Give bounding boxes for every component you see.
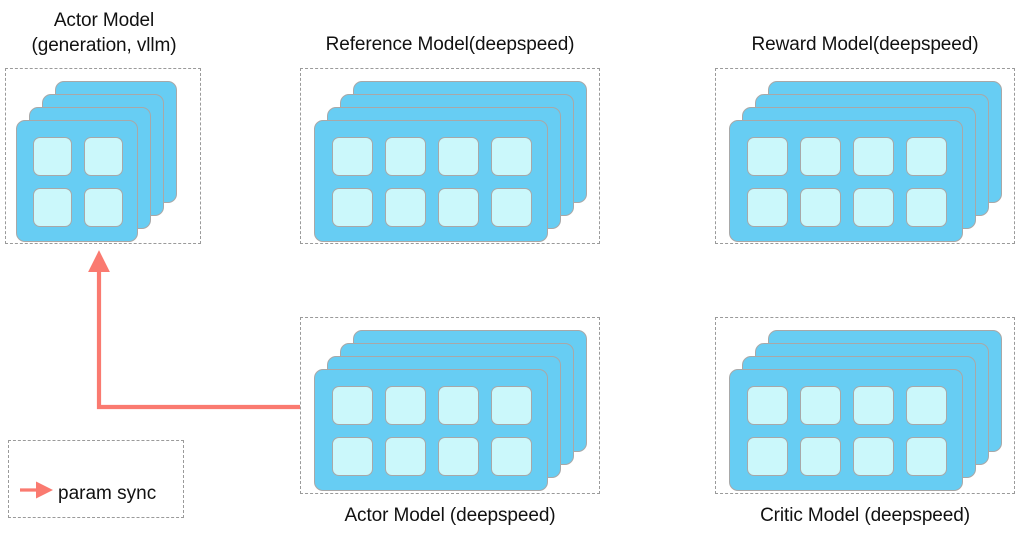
card-cell	[438, 188, 479, 227]
card-cell	[385, 386, 426, 425]
card-cell	[332, 137, 373, 176]
card-cell	[33, 137, 72, 176]
stack-card-front	[314, 369, 548, 491]
card-cell	[84, 188, 123, 227]
card-cell	[491, 386, 532, 425]
card-cell	[491, 137, 532, 176]
param-sync-connector	[88, 250, 300, 410]
card-cell-grid	[33, 137, 123, 227]
card-cell	[332, 437, 373, 476]
group-box-critic-model	[715, 317, 1015, 494]
card-stack-actor-vllm	[6, 69, 202, 245]
card-stack-reward-model	[716, 69, 1016, 245]
card-cell	[332, 386, 373, 425]
card-cell	[385, 137, 426, 176]
card-cell	[853, 188, 894, 227]
card-cell	[906, 437, 947, 476]
card-cell	[853, 437, 894, 476]
card-cell	[800, 386, 841, 425]
group-title-critic-model: Critic Model (deepspeed)	[760, 505, 970, 526]
card-cell	[385, 437, 426, 476]
group-box-reward-model	[715, 68, 1015, 244]
card-cell	[491, 188, 532, 227]
card-stack-actor-deepspeed	[301, 318, 601, 495]
card-cell	[800, 137, 841, 176]
group-box-actor-vllm	[5, 68, 201, 244]
card-cell	[747, 386, 788, 425]
card-cell	[906, 188, 947, 227]
card-cell	[906, 137, 947, 176]
card-cell-grid	[332, 386, 532, 476]
card-cell	[84, 137, 123, 176]
legend-label: param sync	[58, 483, 157, 504]
card-cell	[438, 437, 479, 476]
card-cell	[747, 188, 788, 227]
card-cell	[853, 137, 894, 176]
card-cell	[906, 386, 947, 425]
legend-box	[8, 440, 184, 518]
group-box-actor-deepspeed	[300, 317, 600, 494]
group-title-actor-vllm: Actor Model (generation, vllm)	[31, 10, 177, 56]
card-cell	[385, 188, 426, 227]
group-title-actor-deepspeed: Actor Model (deepspeed)	[344, 505, 556, 526]
card-cell	[491, 437, 532, 476]
card-cell	[747, 137, 788, 176]
card-cell	[438, 137, 479, 176]
stack-card-front	[729, 120, 963, 242]
stack-card-front	[314, 120, 548, 242]
group-box-reference-model	[300, 68, 600, 244]
card-cell	[853, 386, 894, 425]
card-cell	[438, 386, 479, 425]
card-stack-reference-model	[301, 69, 601, 245]
group-title-reward-model: Reward Model(deepspeed)	[751, 34, 979, 55]
group-title-reference-model: Reference Model(deepspeed)	[325, 34, 575, 55]
card-cell-grid	[747, 137, 947, 227]
card-cell-grid	[747, 386, 947, 476]
card-stack-critic-model	[716, 318, 1016, 495]
card-cell	[33, 188, 72, 227]
stack-card-front	[16, 120, 138, 242]
card-cell-grid	[332, 137, 532, 227]
card-cell	[800, 188, 841, 227]
card-cell	[747, 437, 788, 476]
card-cell	[332, 188, 373, 227]
stack-card-front	[729, 369, 963, 491]
card-cell	[800, 437, 841, 476]
